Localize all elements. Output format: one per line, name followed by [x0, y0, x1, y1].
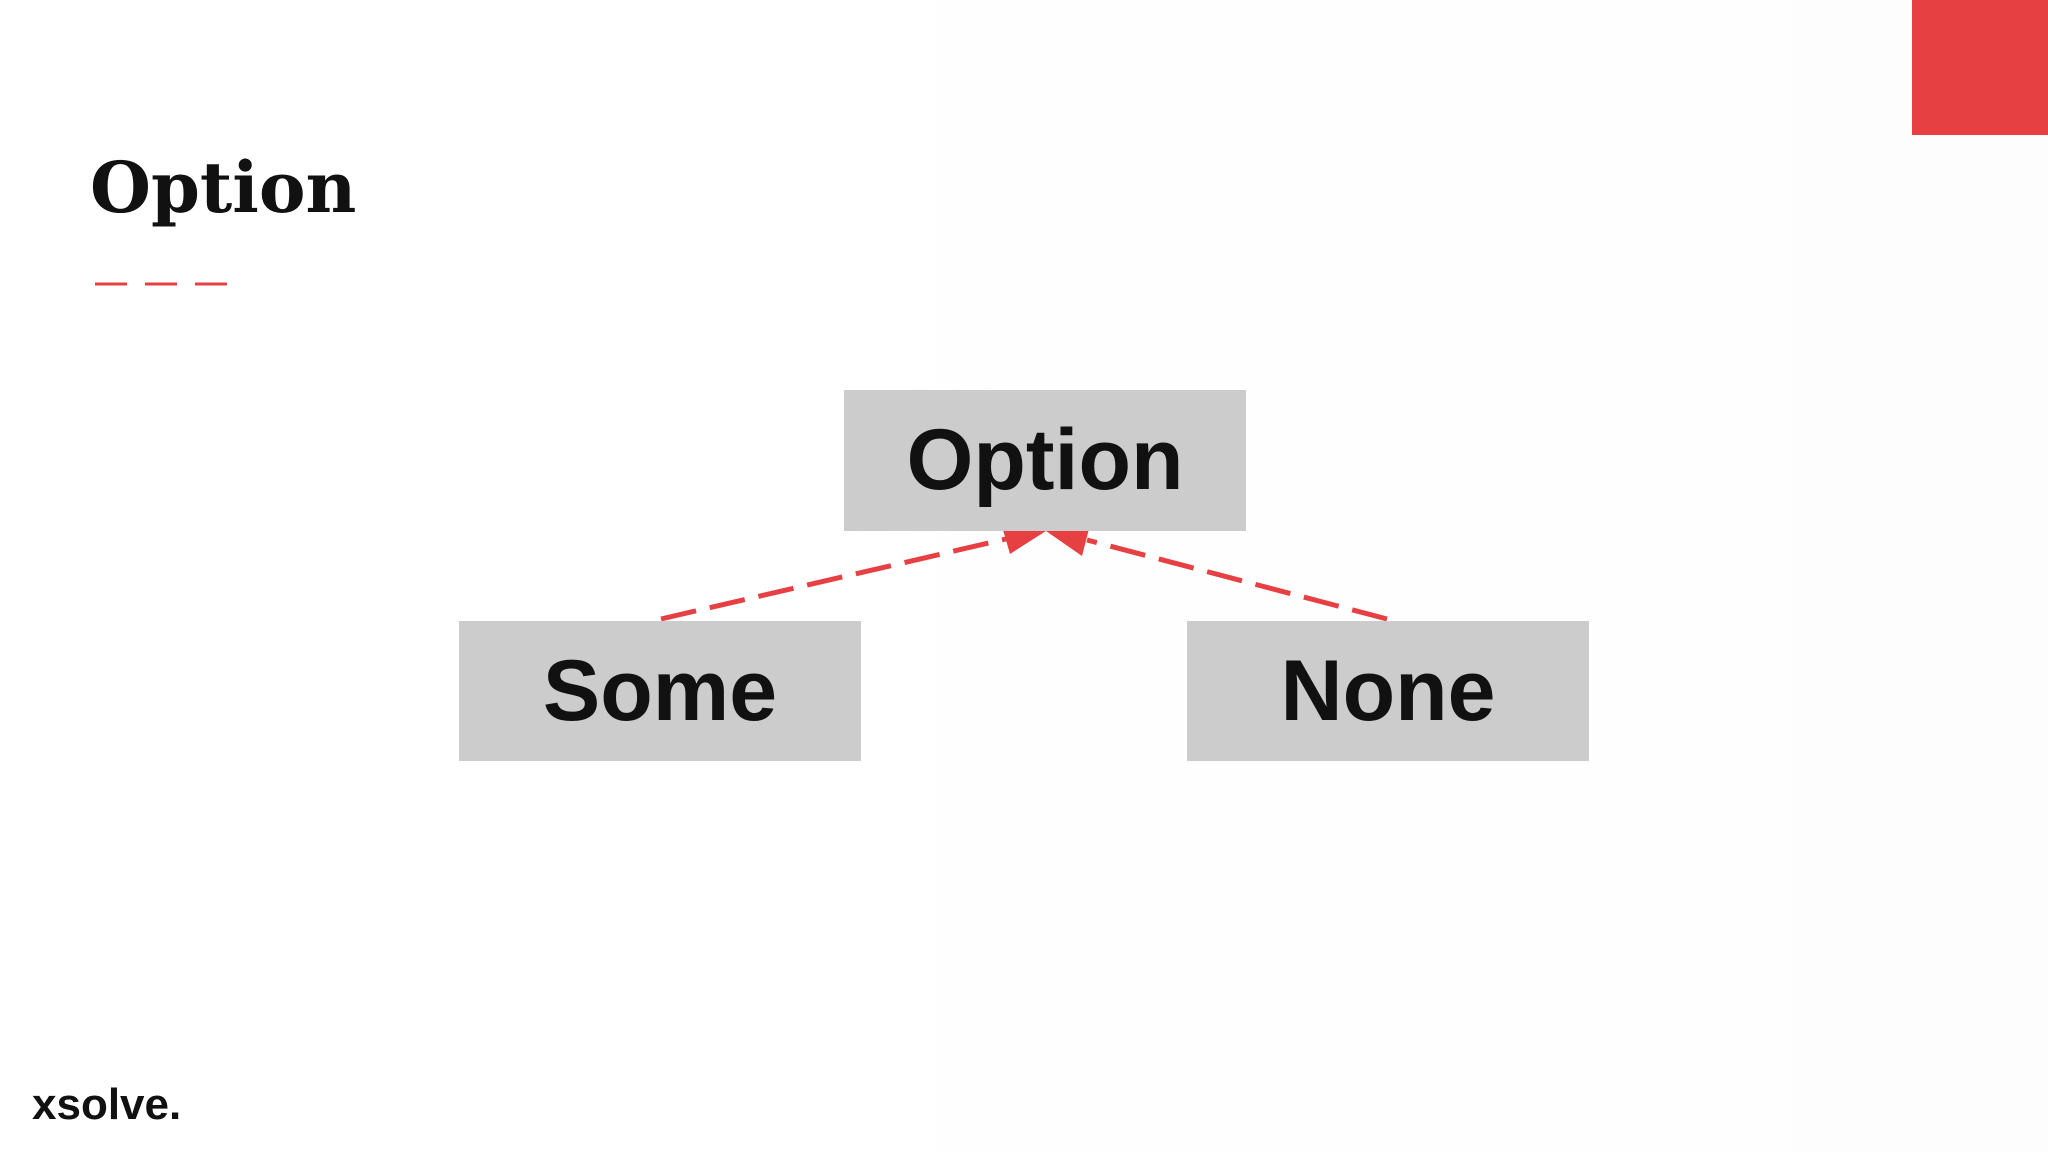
node-option: Option: [844, 390, 1246, 531]
slide-title: Option: [90, 146, 357, 229]
edge-some-to-option: [660, 523, 1046, 622]
edge-none-to-option: [1046, 525, 1388, 622]
corner-accent-block: [1912, 0, 2048, 135]
node-some: Some: [459, 621, 861, 761]
brand-logo: xsolve.: [32, 1080, 182, 1129]
node-none: None: [1187, 621, 1589, 761]
title-dashed-underline: [95, 282, 227, 286]
